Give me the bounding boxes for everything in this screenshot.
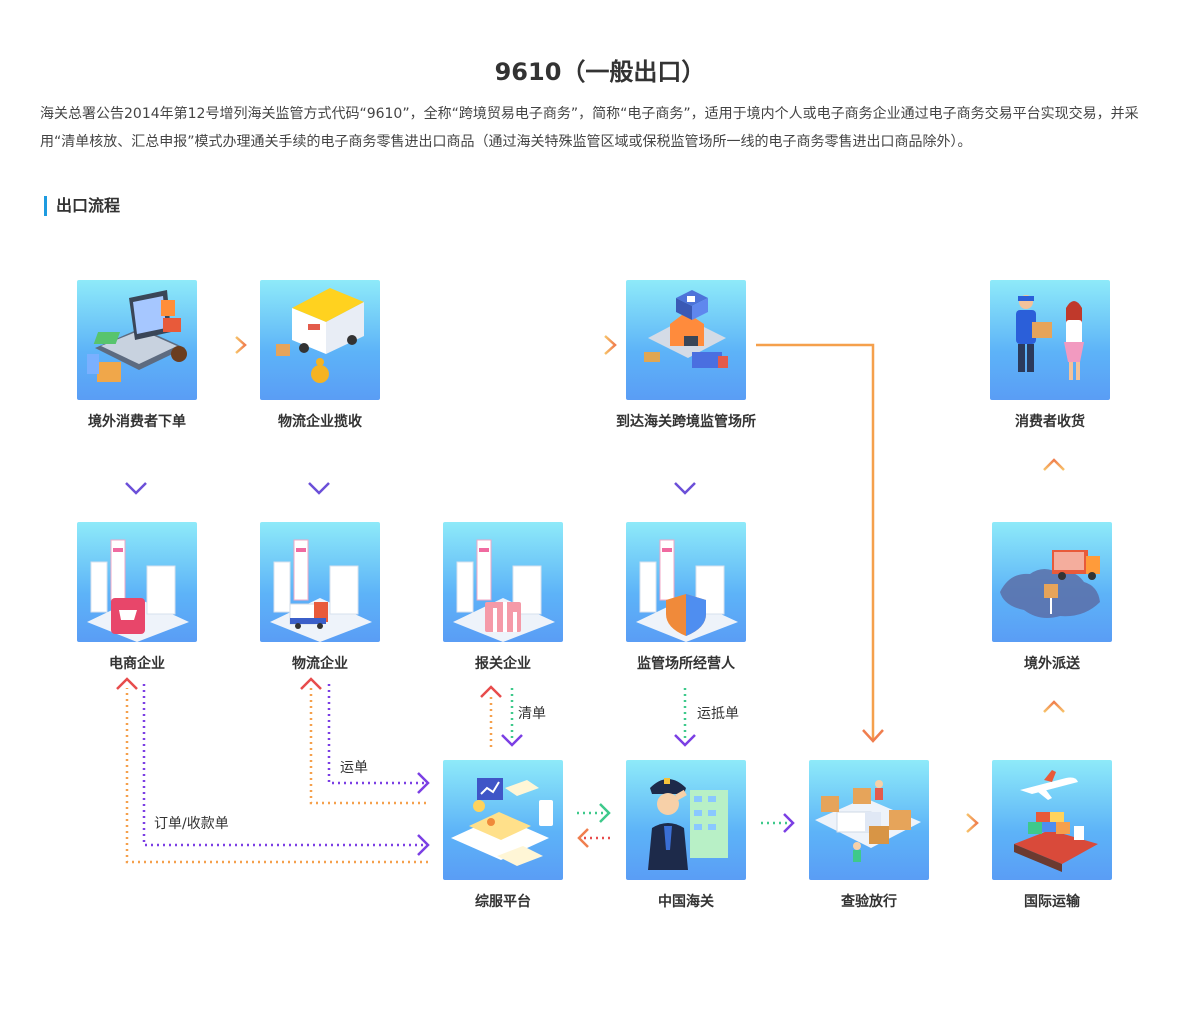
edge-label-waybill: 运单 [340,760,368,776]
arrow-platform-to-broker [480,685,502,747]
dispatch-illustration [992,522,1112,642]
arrow-arrive-to-release [756,343,884,743]
page-description: 海关总署公告2014年第12号增列海关监管方式代码“9610”，全称“跨境贸易电… [40,106,1139,150]
arrow-platform-to-customs [577,803,611,823]
arrow-pickup-to-logistics [308,462,330,495]
node-label-logistics: 物流企业 [292,656,348,672]
broker-illustration [443,522,563,642]
warehouse-illustration [626,280,746,400]
arrow-customs-to-release [761,813,795,833]
edge-label-bill: 清单 [518,706,546,722]
arrow-ecommerce-to-platform [142,684,430,856]
arrow-order-to-pickup [210,336,247,354]
order-illustration [77,280,197,400]
node-label-pickup: 物流企业揽收 [278,414,362,430]
page-title: 9610（一般出口） [494,58,706,86]
node-label-dispatch: 境外派送 [1024,656,1080,672]
arrow-broker-to-platform [501,688,523,747]
ecommerce-illustration [77,522,197,642]
receive-illustration [990,280,1110,400]
arrow-platform-to-ecommerce [116,677,428,864]
operator-illustration [626,522,746,642]
arrow-order-to-ecommerce [125,462,147,495]
arrow-customs-to-platform [577,828,610,848]
arrow-operator-to-customs [674,688,696,747]
platform-illustration [443,760,563,880]
node-label-receive: 消费者收货 [1015,414,1085,430]
node-label-ecommerce: 电商企业 [109,656,165,672]
arrow-arrive-to-operator [674,462,696,495]
arrow-release-to-transport [943,813,979,833]
node-label-transport: 国际运输 [1024,894,1080,910]
arrow-platform-to-logistics [300,677,426,805]
node-label-operator: 监管场所经营人 [637,656,735,672]
arrow-pickup-to-arrive [390,335,617,355]
node-label-customs: 中国海关 [658,894,714,910]
node-label-broker: 报关企业 [475,656,531,672]
logistics-illustration [260,522,380,642]
node-label-arrive: 到达海关跨境监管场所 [616,414,756,430]
pickup-illustration [260,280,380,400]
edge-label-consignment: 运抵单 [697,706,739,722]
node-label-order: 境外消费者下单 [88,414,186,430]
arrow-dispatch-to-receive [1043,458,1065,494]
node-label-release: 查验放行 [841,894,897,910]
customs-illustration [626,760,746,880]
release-illustration [809,760,929,880]
edge-label-order-payment: 订单/收款单 [154,816,229,832]
section-title: 出口流程 [44,196,120,216]
transport-illustration [992,760,1112,880]
arrow-transport-to-dispatch [1043,700,1065,738]
arrow-logistics-to-platform [327,684,430,794]
node-label-platform: 综服平台 [475,894,531,910]
